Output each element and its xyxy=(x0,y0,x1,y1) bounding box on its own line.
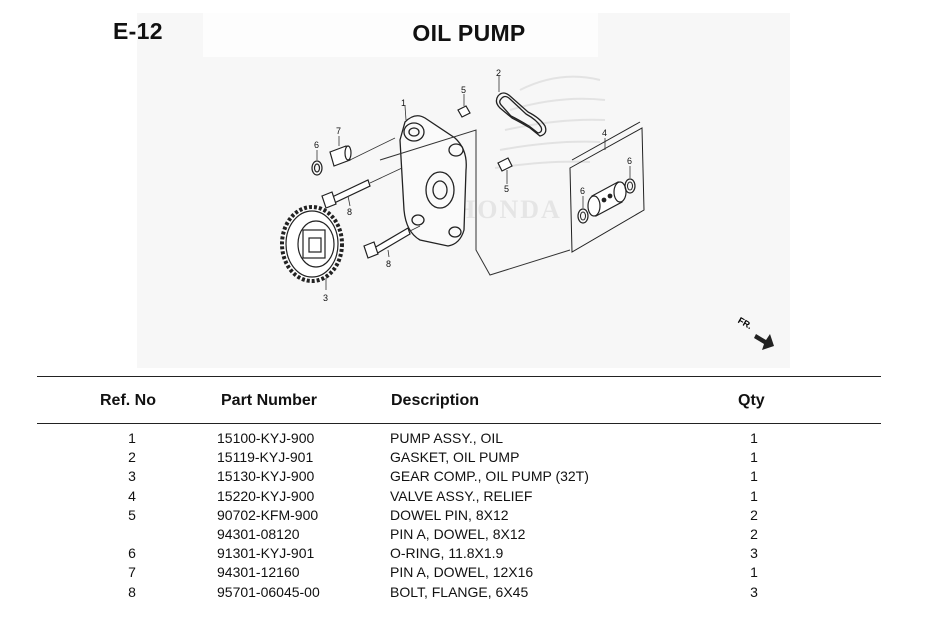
bolt-shapes xyxy=(321,179,411,259)
gasket-shape xyxy=(495,92,547,137)
svg-text:HONDA: HONDA xyxy=(455,195,562,224)
callout-5b: 5 xyxy=(504,184,509,194)
callout-3: 3 xyxy=(323,293,328,303)
pump-body-shape xyxy=(399,115,467,247)
ref-cell: 8 xyxy=(128,583,136,600)
callout-6c: 6 xyxy=(580,186,585,196)
qty-cell: 1 xyxy=(750,487,758,504)
qty-cell: 2 xyxy=(750,506,758,523)
front-arrow-icon xyxy=(754,334,774,350)
description-cell: BOLT, FLANGE, 6X45 xyxy=(390,583,529,600)
table-row: 4 15220-KYJ-900 VALVE ASSY., RELIEF 1 xyxy=(0,487,931,506)
callout-5a: 5 xyxy=(461,85,466,95)
callout-2: 2 xyxy=(496,68,501,78)
table-row: 8 95701-06045-00 BOLT, FLANGE, 6X45 3 xyxy=(0,583,931,602)
table-row: 94301-08120 PIN A, DOWEL, 8X12 2 xyxy=(0,525,931,544)
part-number-cell: 15130-KYJ-900 xyxy=(217,468,315,485)
ref-cell: 2 xyxy=(128,449,136,466)
ref-cell: 5 xyxy=(128,506,136,523)
part-number-cell: 91301-KYJ-901 xyxy=(217,545,315,562)
qty-cell: 1 xyxy=(750,430,758,446)
callout-8b: 8 xyxy=(386,259,391,269)
page-code: E-12 xyxy=(113,18,163,44)
callout-1: 1 xyxy=(401,98,406,108)
description-cell: PUMP ASSY., OIL xyxy=(390,430,504,446)
ref-cell: 1 xyxy=(128,430,136,446)
part-number-cell: 94301-12160 xyxy=(217,564,300,581)
callout-6a: 6 xyxy=(314,140,319,150)
callout-7: 7 xyxy=(336,126,341,136)
front-direction-marker: FR. xyxy=(736,315,774,350)
relief-valve-shape xyxy=(569,121,645,253)
dowel-pin-7-shape xyxy=(329,145,352,167)
callout-6b: 6 xyxy=(627,156,632,166)
table-row: 3 15130-KYJ-900 GEAR COMP., OIL PUMP (32T)… xyxy=(0,467,931,486)
table-top-rule xyxy=(37,376,881,377)
dowel-pin-shapes xyxy=(457,105,513,172)
header-qty: Qty xyxy=(738,392,765,409)
description-cell: PIN A, DOWEL, 8X12 xyxy=(390,525,526,542)
part-number-cell: 95701-06045-00 xyxy=(217,583,320,600)
part-number-cell: 15119-KYJ-901 xyxy=(217,449,314,466)
qty-cell: 2 xyxy=(750,525,758,542)
table-row: 6 91301-KYJ-901 O-RING, 11.8X1.9 3 xyxy=(0,544,931,563)
qty-cell: 1 xyxy=(750,564,758,581)
body-dash-outline xyxy=(379,129,571,276)
ref-cell: 3 xyxy=(128,468,136,485)
exploded-parts-diagram: HONDA xyxy=(280,68,774,350)
page-title: OIL PUMP xyxy=(412,20,526,46)
parts-table-body: 1 15100-KYJ-900 PUMP ASSY., OIL 1 2 15119-KYJ… xyxy=(0,429,931,602)
table-row: 2 15119-KYJ-901 GASKET, OIL PUMP 1 xyxy=(0,448,931,467)
part-number-cell: 15100-KYJ-900 xyxy=(217,430,315,446)
part-number-cell: 90702-KFM-900 xyxy=(217,506,319,523)
title-background xyxy=(203,13,598,57)
part-number-cell: 94301-08120 xyxy=(217,525,300,542)
header-ref-no: Ref. No xyxy=(100,392,156,409)
description-cell: O-RING, 11.8X1.9 xyxy=(390,545,504,562)
qty-cell: 1 xyxy=(750,449,758,466)
description-cell: GEAR COMP., OIL PUMP (32T) xyxy=(390,468,589,485)
leader-lines xyxy=(316,76,631,290)
callout-4: 4 xyxy=(602,128,607,138)
gear-shape xyxy=(280,205,344,283)
table-row: 7 94301-12160 PIN A, DOWEL, 12X16 1 xyxy=(0,563,931,582)
ref-cell: 6 xyxy=(128,545,136,562)
table-row: 1 15100-KYJ-900 PUMP ASSY., OIL 1 xyxy=(0,429,931,448)
front-direction-label: FR. xyxy=(736,315,754,331)
header-description: Description xyxy=(391,392,480,409)
callout-8a: 8 xyxy=(347,207,352,217)
qty-cell: 1 xyxy=(750,468,758,485)
header-part-number: Part Number xyxy=(221,392,318,409)
description-cell: PIN A, DOWEL, 12X16 xyxy=(390,564,534,581)
ref-cell: 4 xyxy=(128,487,136,504)
description-cell: VALVE ASSY., RELIEF xyxy=(390,487,533,504)
qty-cell: 3 xyxy=(750,583,758,600)
part-number-cell: 15220-KYJ-900 xyxy=(217,487,315,504)
honda-watermark: HONDA xyxy=(455,75,606,224)
description-cell: DOWEL PIN, 8X12 xyxy=(390,506,509,523)
table-header-rule xyxy=(37,423,881,424)
description-cell: GASKET, OIL PUMP xyxy=(390,449,520,466)
qty-cell: 3 xyxy=(750,545,758,562)
table-row: 5 90702-KFM-900 DOWEL PIN, 8X12 2 xyxy=(0,506,931,525)
ref-cell: 7 xyxy=(128,564,136,581)
o-ring-left-shape xyxy=(311,160,323,176)
